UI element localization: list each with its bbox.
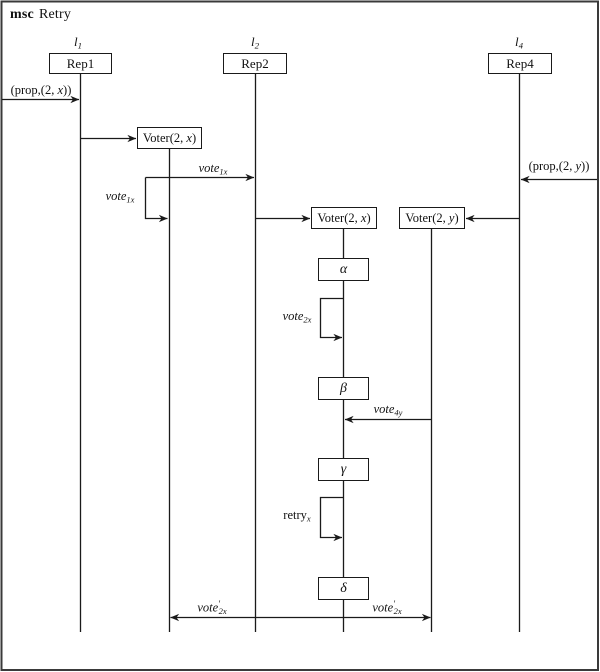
l1-base: l [73,34,78,49]
voter2x-2-label: Voter(2, x) [317,212,370,225]
vote1x-a-base: vote [198,161,220,175]
voter2x-2-var: x [360,210,367,225]
lifeline-name-l4: l4 [499,34,539,51]
state-box-beta: β [318,377,369,400]
title-name: Retry [38,7,72,22]
vote1x-a-sub: 1x [219,166,228,177]
vote2xp-l-prime: ′ [218,599,221,609]
l4-base: l [514,34,519,49]
lifeline-name-l1: l1 [58,34,98,51]
message-label-vote2x-prime-right: vote′2x [356,599,418,617]
state-label-beta: β [340,380,347,396]
voter2y-pre: Voter(2, [405,210,449,225]
state-box-delta: δ [318,577,369,600]
voter2y-post: ) [454,210,459,225]
state-box-gamma: γ [318,458,369,481]
voter2x-1-var: x [186,130,192,145]
vote1x-b-base: vote [105,189,127,203]
retryx-base: retry [283,508,307,522]
voter2x-1-pre: Voter(2, [142,130,187,145]
state-label-alpha: α [339,261,348,277]
message-label-vote4y: vote4y [357,402,419,418]
message-label-vote2x-prime-left: vote′2x [181,599,243,617]
entity-box-rep1: Rep1 [49,53,112,74]
message-label-retryx-self: retryx [266,508,328,524]
message-label-prop-2y: (prop,(2, y)) [520,159,598,174]
vote2x-base: vote [282,309,304,323]
vote2xp-l-sub: 2x [218,606,227,617]
state-label-delta: δ [340,580,347,596]
l2-base: l [250,34,255,49]
vote4y-sub: 4y [394,407,403,418]
entity-box-rep2: Rep2 [223,53,287,74]
vote2xp-r-prime: ′ [393,599,396,609]
arrow-retryx-self [319,496,344,542]
message-label-vote1x-self: vote1x [89,189,151,205]
l1-sub: 1 [77,40,83,51]
prop2y-pre: (prop,(2, [528,159,576,173]
vote2xp-l-base: vote [197,600,219,615]
entity-label-rep4: Rep4 [506,56,534,71]
process-box-voter2x-1: Voter(2, x) [137,127,202,149]
lifelines [79,74,521,632]
retryx-sub: x [306,513,311,524]
lifeline-name-l2: l2 [235,34,275,51]
l2-sub: 2 [254,40,260,51]
vote4y-base: vote [373,402,395,416]
vote2xp-r-base: vote [372,600,394,615]
message-label-vote2x-self: vote2x [266,309,328,325]
state-box-alpha: α [318,258,369,281]
arrow-vote1x-self [144,177,168,223]
state-label-gamma: γ [340,461,347,477]
prop2y-post: )) [581,159,590,173]
voter2x-2-pre: Voter(2, [317,210,361,225]
arrow-vote2x-self [319,297,344,342]
l4-sub: 4 [518,40,524,51]
message-arrows [2,95,597,622]
entity-label-rep1: Rep1 [66,56,95,71]
vote2x-sub: 2x [303,314,312,325]
voter2x-1-label: Voter(2, x) [143,132,196,145]
message-label-vote1x-to-rep2: vote1x [182,161,244,177]
entity-label-rep2: Rep2 [241,56,269,71]
diagram-title: msc Retry [10,7,71,23]
process-box-voter2x-2: Voter(2, x) [311,207,377,229]
voter2y-var: y [448,210,455,225]
prop2x-post: )) [63,83,72,97]
prop2x-pre: (prop,(2, [10,83,58,97]
message-label-prop-2x: (prop,(2, x)) [2,83,80,98]
vote2xp-r-sub: 2x [393,606,402,617]
prop2y-var: y [575,159,582,173]
entity-box-rep4: Rep4 [488,53,552,74]
title-keyword: msc [10,7,34,22]
process-box-voter2y: Voter(2, y) [399,207,465,229]
voter2y-label: Voter(2, y) [405,212,458,225]
voter2x-1-post: ) [191,130,197,145]
vote1x-b-sub: 1x [126,194,135,205]
voter2x-2-post: ) [366,210,371,225]
prop2x-var: x [57,83,64,97]
